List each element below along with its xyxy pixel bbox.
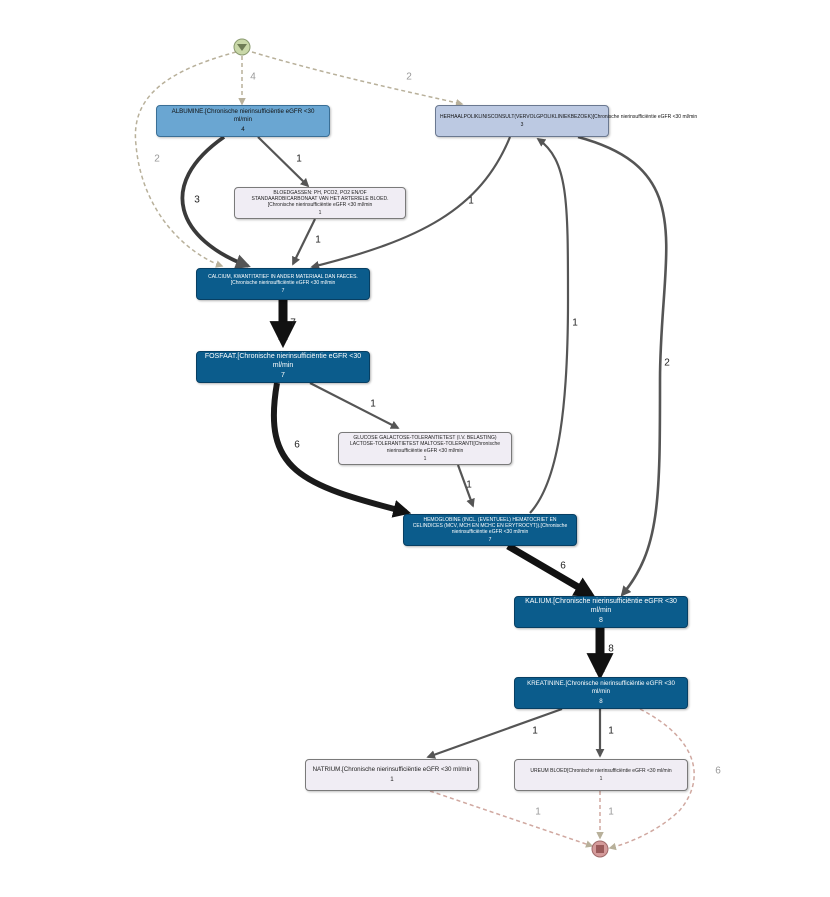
node-glucose-label: GLUCOSE GALACTOSE-TOLERANTIETEST (I.V. B… <box>349 435 501 454</box>
edge-hemoglobine-kalium <box>506 542 596 598</box>
node-calcium-count: 7 <box>281 288 285 295</box>
edge-label-kreatinine-ureum: 1 <box>608 725 614 737</box>
edge-label-start-hernaal: 2 <box>406 71 412 83</box>
edge-fosfaat-hemoglobine <box>270 382 412 518</box>
edge-label-kalium-kreatinine: 8 <box>608 643 614 655</box>
edge-label-calcium-fosfaat: 7 <box>290 317 296 329</box>
edge-hernaal-calcium <box>310 136 512 270</box>
node-kalium-label: KALIUM.[Chronische nierinsufficiëntie eG… <box>525 597 677 614</box>
node-calcium-label: CALCIUM, KWANTITATIEF IN ANDER MATERIAAL… <box>208 273 358 286</box>
node-fosfaat-label: FOSFAAT.[Chronische nierinsufficiëntie e… <box>204 352 362 369</box>
edge-label-natrium-end: 1 <box>535 806 541 818</box>
node-fosfaat[interactable]: FOSFAAT.[Chronische nierinsufficiëntie e… <box>196 351 370 383</box>
node-kreatinine-label: KREATININE.[Chronische nierinsufficiënti… <box>527 680 675 696</box>
node-albumine[interactable]: ALBUMINE.[Chronische nierinsufficiëntie … <box>156 105 330 137</box>
node-albumine-count: 4 <box>241 125 245 133</box>
edge-kreatinine-natrium <box>426 707 563 759</box>
edge-albumine-calcium <box>180 135 251 269</box>
edge-bloedgassen-calcium <box>292 218 316 266</box>
edge-label-fosfaat-hemoglobine: 6 <box>294 439 300 451</box>
edge-hemoglobine-hernaal <box>529 137 570 514</box>
node-natrium-count: 1 <box>390 776 394 783</box>
node-glucose-count: 1 <box>423 455 427 462</box>
node-fosfaat-count: 7 <box>281 372 285 380</box>
node-hemoglobine-count: 7 <box>488 537 492 544</box>
edge-label-albumine-calcium: 3 <box>194 194 200 206</box>
node-kreatinine-count: 8 <box>599 697 603 705</box>
edge-glucose-hemoglobine <box>456 464 475 508</box>
node-ureum-count: 1 <box>599 776 603 782</box>
node-albumine-label: ALBUMINE.[Chronische nierinsufficiëntie … <box>171 108 315 124</box>
node-herhaalpoliklinisch-label: HERHAALPOLIKLINISCONSULT(VERVOLGPOLIKLIN… <box>440 113 698 120</box>
edge-label-hemoglobine-kalium: 6 <box>560 560 566 572</box>
node-kalium-count: 8 <box>599 617 603 625</box>
edge-label-hernaal-calcium: 1 <box>468 195 474 207</box>
node-hemoglobine-label: HEMOGLOBINE (INCL. (EVENTUEEL) HEMATOCRI… <box>412 516 568 536</box>
node-herhaalpoliklinisch[interactable]: HERHAALPOLIKLINISCONSULT(VERVOLGPOLIKLIN… <box>435 105 698 137</box>
edge-label-ureum-end: 1 <box>608 806 614 818</box>
edge-label-start-calcium: 2 <box>154 153 160 165</box>
node-ureum[interactable]: UREUM BLOED[Chronische nierinsufficiënti… <box>514 759 688 791</box>
node-bloedgassen[interactable]: BLOEDGASSEN: PH, PCO2, PO2 EN/OF STANDAA… <box>234 187 406 219</box>
node-herhaalpoliklinisch-count: 3 <box>520 122 524 128</box>
edge-start-calcium <box>134 51 237 268</box>
node-glucose[interactable]: GLUCOSE GALACTOSE-TOLERANTIETEST (I.V. B… <box>338 432 512 465</box>
edge-label-bloedgassen-calcium: 1 <box>315 234 321 246</box>
end-square-icon <box>596 845 604 853</box>
node-natrium[interactable]: NATRIUM.[Chronische nierinsufficiëntie e… <box>305 759 479 791</box>
edge-fosfaat-glucose <box>309 382 400 429</box>
node-hemoglobine[interactable]: HEMOGLOBINE (INCL. (EVENTUEEL) HEMATOCRI… <box>403 514 577 546</box>
node-natrium-label: NATRIUM.[Chronische nierinsufficiëntie e… <box>312 766 472 774</box>
edge-label-fosfaat-glucose: 1 <box>370 398 376 410</box>
edge-label-glucose-hemoglobine: 1 <box>466 479 472 491</box>
node-kalium[interactable]: KALIUM.[Chronische nierinsufficiëntie eG… <box>514 596 688 628</box>
edge-label-kreatinine-natrium: 1 <box>532 725 538 737</box>
edge-label-albumine-bloedgassen: 1 <box>296 153 302 165</box>
start-triangle-icon <box>237 44 247 51</box>
edge-label-hemoglobine-hernaal: 1 <box>572 317 578 329</box>
edge-natrium-end <box>429 790 594 848</box>
edge-label-hernaal-kalium: 2 <box>664 357 670 369</box>
node-bloedgassen-count: 1 <box>318 210 322 217</box>
node-kreatinine[interactable]: KREATININE.[Chronische nierinsufficiënti… <box>514 677 688 709</box>
edge-start-hernaal <box>251 51 464 107</box>
edge-hernaal-kalium <box>577 135 668 597</box>
edge-albumine-bloedgassen <box>257 136 310 188</box>
node-calcium[interactable]: CALCIUM, KWANTITATIEF IN ANDER MATERIAAL… <box>196 268 370 300</box>
node-bloedgassen-label: BLOEDGASSEN: PH, PCO2, PO2 EN/OF STANDAA… <box>251 189 389 209</box>
edge-label-start-albumine: 4 <box>250 71 256 83</box>
edge-label-kreatinine-end: 6 <box>715 765 721 777</box>
edge-kreatinine-end <box>608 708 695 851</box>
node-ureum-label: UREUM BLOED[Chronische nierinsufficiënti… <box>530 767 672 774</box>
